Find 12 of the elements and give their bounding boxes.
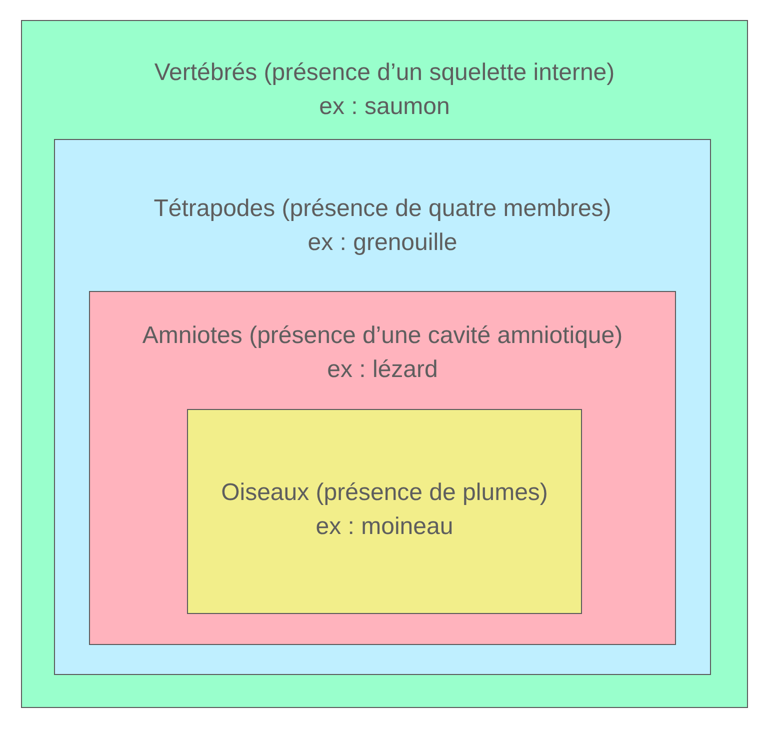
example-text: ex : grenouille xyxy=(308,228,458,258)
group-heading: Tétrapodes (présence de quatre membres) xyxy=(154,194,612,224)
group-box xyxy=(21,20,748,708)
group-box xyxy=(54,139,711,675)
example-text: ex : lézard xyxy=(327,355,438,385)
group-heading: Oiseaux (présence de plumes) xyxy=(221,478,548,508)
example-text: ex : saumon xyxy=(319,92,450,122)
example-text: ex : moineau xyxy=(316,512,454,542)
group-heading: Vertébrés (présence d’un squelette interne) xyxy=(154,58,615,88)
group-box xyxy=(187,409,582,614)
group-heading: Amniotes (présence d’une cavité amniotique) xyxy=(142,321,623,351)
group-box xyxy=(89,291,676,645)
